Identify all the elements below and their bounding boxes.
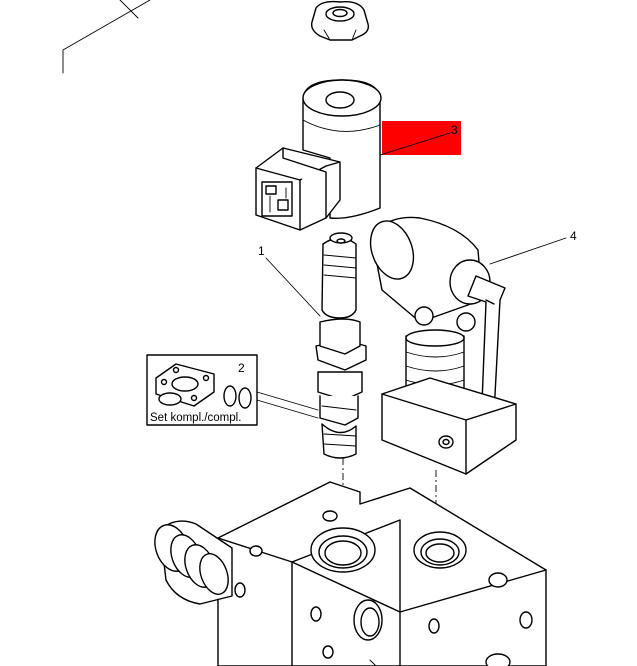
callout-1-label: 1 [258,244,265,258]
knurled-nut [310,0,370,41]
callout-1[interactable]: 1 [258,244,321,317]
manual-actuator [369,216,517,475]
frame-lines [62,0,151,74]
valve-cartridge [315,232,367,459]
solenoid-coil [255,79,382,231]
callout-3-label: 3 [451,123,458,137]
valve-body [154,481,547,666]
kit-label: Set kompl./compl. [150,412,241,424]
callout-4[interactable]: 4 [489,229,577,265]
seal-kit-box[interactable]: Set kompl./compl. 2 [146,354,319,426]
callout-2-label: 2 [238,361,245,375]
highlight-box-part-3[interactable]: 3 [379,121,461,156]
callout-4-label: 4 [570,229,577,243]
